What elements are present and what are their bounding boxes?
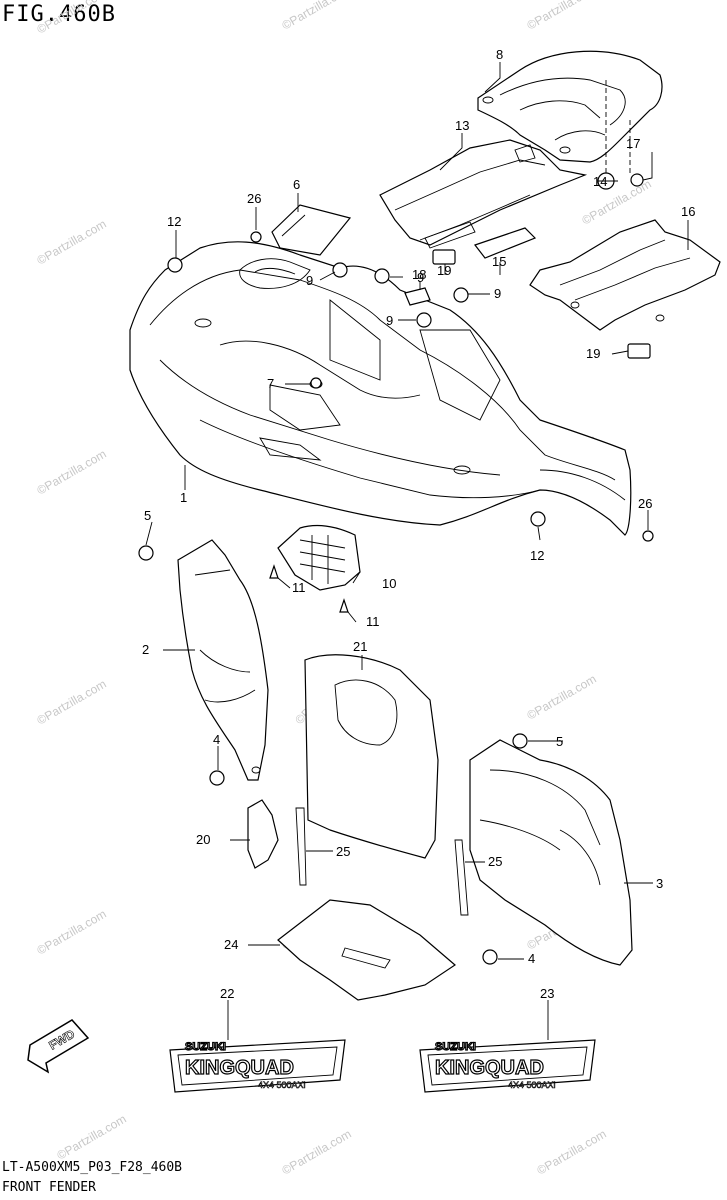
screw-9-icon bbox=[453, 287, 469, 303]
small-bracket-part[interactable] bbox=[247, 799, 279, 869]
decal-right[interactable]: SUZUKI KINGQUAD 4X4 500AXi bbox=[419, 1039, 596, 1093]
side-panel-part[interactable] bbox=[529, 219, 721, 331]
callouts: 8 13 17 14 16 6 26 12 9 9 18 19 9 9 15 7… bbox=[142, 47, 695, 1001]
callout-21: 21 bbox=[353, 639, 367, 654]
watermark: ©Partzilla.com bbox=[35, 907, 109, 958]
top-cover-part[interactable] bbox=[477, 50, 663, 163]
bolt-4-icon bbox=[482, 949, 498, 965]
callout-18: 18 bbox=[412, 267, 426, 282]
fwd-arrow-icon: FWD bbox=[27, 1019, 90, 1074]
bolt-4-icon bbox=[209, 770, 225, 786]
watermark: ©Partzilla.com bbox=[580, 177, 654, 228]
clip-5-icon bbox=[512, 733, 528, 749]
callout-16: 16 bbox=[681, 204, 695, 219]
figure-name: FRONT FENDER bbox=[2, 1180, 96, 1195]
callout-9: 9 bbox=[494, 286, 501, 301]
decal-left[interactable]: SUZUKI KINGQUAD 4X4 500AXi bbox=[169, 1039, 346, 1093]
decal-model: KINGQUAD bbox=[185, 1057, 294, 1079]
callout-12: 12 bbox=[530, 548, 544, 563]
callout-9: 9 bbox=[306, 273, 313, 288]
callout-11: 11 bbox=[292, 580, 306, 595]
callout-26: 26 bbox=[247, 191, 261, 206]
clip-12-icon bbox=[167, 257, 183, 273]
watermark: ©Partzilla.com bbox=[35, 447, 109, 498]
callout-6: 6 bbox=[293, 177, 300, 192]
callout-24: 24 bbox=[224, 937, 238, 952]
screw-9-icon bbox=[416, 312, 432, 328]
callout-19: 19 bbox=[437, 263, 451, 278]
watermark: ©Partzilla.com bbox=[35, 0, 109, 37]
callout-2: 2 bbox=[142, 642, 149, 657]
watermark: ©Partzilla.com bbox=[35, 677, 109, 728]
figure-title: FIG.460B bbox=[2, 2, 116, 27]
seal-part[interactable] bbox=[404, 287, 431, 306]
callout-9: 9 bbox=[386, 313, 393, 328]
callout-15: 15 bbox=[492, 254, 506, 269]
callout-19: 19 bbox=[586, 346, 600, 361]
callout-12: 12 bbox=[167, 214, 181, 229]
shield-part[interactable] bbox=[304, 654, 439, 859]
clip-26-icon bbox=[642, 530, 654, 542]
leader-lines bbox=[145, 62, 689, 1040]
screw-11-icon bbox=[269, 564, 279, 579]
callout-5: 5 bbox=[556, 734, 563, 749]
watermark: ©Partzilla.com bbox=[280, 1127, 354, 1178]
decal-sub: 4X4 500AXi bbox=[258, 1080, 306, 1090]
watermark: ©Partzilla.com bbox=[525, 0, 599, 33]
callout-22: 22 bbox=[220, 986, 234, 1001]
clip-12-icon bbox=[530, 511, 546, 527]
strip-part[interactable] bbox=[474, 227, 537, 259]
decal-brand: SUZUKI bbox=[435, 1041, 476, 1053]
callout-20: 20 bbox=[196, 832, 210, 847]
clip-17-icon bbox=[630, 173, 644, 187]
callout-23: 23 bbox=[540, 986, 554, 1001]
grommet-part[interactable] bbox=[432, 249, 651, 359]
decal-model: KINGQUAD bbox=[435, 1057, 544, 1079]
clip-26-icon bbox=[250, 231, 262, 243]
screw-9-icon bbox=[374, 268, 390, 284]
screw-9-icon bbox=[332, 262, 348, 278]
callout-14: 14 bbox=[593, 174, 607, 189]
callout-10: 10 bbox=[382, 576, 396, 591]
callout-11: 11 bbox=[366, 614, 380, 629]
callout-7: 7 bbox=[267, 376, 274, 391]
watermark: ©Partzilla.com bbox=[280, 0, 354, 33]
watermark: ©Partzilla.com bbox=[535, 1127, 609, 1178]
callout-5: 5 bbox=[144, 508, 151, 523]
callout-1: 1 bbox=[180, 490, 187, 505]
watermark: ©Partzilla.com bbox=[35, 217, 109, 268]
fasteners bbox=[138, 172, 654, 965]
right-mudguard-part[interactable] bbox=[469, 739, 633, 966]
left-mudguard-part[interactable] bbox=[177, 539, 269, 781]
nut-7-icon bbox=[310, 377, 322, 389]
watermark: ©Partzilla.com bbox=[525, 672, 599, 723]
callout-3: 3 bbox=[656, 876, 663, 891]
callout-4: 4 bbox=[213, 732, 220, 747]
callout-26: 26 bbox=[638, 496, 652, 511]
cable-tie-part[interactable] bbox=[295, 807, 469, 916]
callout-9: 9 bbox=[417, 270, 424, 285]
watermark: ©Partzilla.com bbox=[55, 1112, 129, 1163]
callout-25: 25 bbox=[488, 854, 502, 869]
figure-code: LT-A500XM5_P03_F28_460B bbox=[2, 1160, 183, 1175]
vent-cover-part[interactable] bbox=[277, 524, 361, 591]
screw-11-icon bbox=[339, 598, 349, 613]
decal-brand: SUZUKI bbox=[185, 1041, 226, 1053]
callout-4: 4 bbox=[528, 951, 535, 966]
decal-sub: 4X4 500AXi bbox=[508, 1080, 556, 1090]
callout-13: 13 bbox=[455, 118, 469, 133]
callout-25: 25 bbox=[336, 844, 350, 859]
pad-part[interactable] bbox=[271, 204, 352, 256]
callout-17: 17 bbox=[626, 136, 640, 151]
bottom-plate-part[interactable] bbox=[277, 899, 456, 1001]
front-fender-part[interactable] bbox=[129, 241, 632, 536]
bracket-frame-part[interactable] bbox=[379, 139, 588, 249]
clip-5-icon bbox=[138, 545, 154, 561]
callout-8: 8 bbox=[496, 47, 503, 62]
